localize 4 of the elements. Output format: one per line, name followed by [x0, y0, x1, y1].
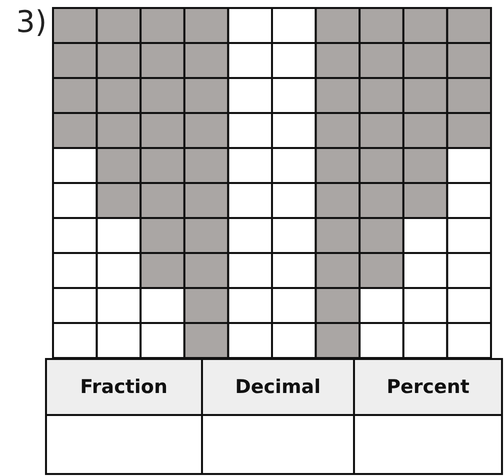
column-header: Fraction [80, 376, 168, 398]
column-header: Decimal [235, 376, 321, 398]
column-header: Percent [386, 376, 470, 398]
question-number: 3) [16, 6, 47, 40]
